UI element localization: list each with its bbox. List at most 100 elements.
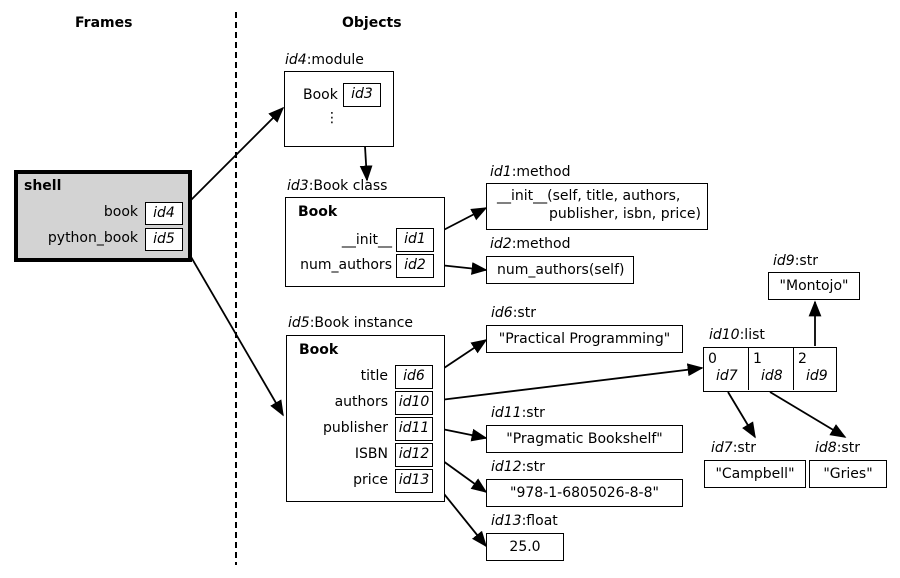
str-label: id9:str	[773, 253, 818, 269]
list-cell: 0 id7	[704, 348, 749, 390]
str-object: "Montojo"	[768, 272, 860, 300]
object-type: :module	[306, 52, 364, 68]
class-object: Book __init__ id1 num_authors id2	[285, 197, 445, 287]
str-value: "Gries"	[823, 466, 873, 482]
var-ref[interactable]: id4	[145, 202, 183, 225]
str-label: id6:str	[491, 305, 536, 321]
class-label: id3:Book class	[287, 178, 387, 194]
attr-name: ISBN	[354, 446, 388, 462]
method1-label: id1:method	[490, 164, 570, 180]
object-id: id8	[815, 440, 837, 456]
object-id: id12	[491, 459, 522, 475]
arrow-authors-to-id10	[431, 363, 704, 402]
object-id: id4	[285, 52, 307, 68]
str-value: "Practical Programming"	[498, 331, 671, 347]
module-label: id4:module	[285, 52, 364, 68]
method1-object: __init__(self, title, authors, publisher…	[486, 183, 708, 230]
str-value: "Campbell"	[715, 466, 795, 482]
object-id: id13	[491, 513, 522, 529]
object-id: id9	[773, 253, 795, 269]
arrow-list1-to-id8	[769, 391, 847, 438]
ellipsis: ⋮	[325, 110, 339, 126]
object-type: :str	[836, 440, 860, 456]
object-id: id1	[490, 164, 512, 180]
attr-ref[interactable]: id11	[395, 417, 433, 441]
str-label: id7:str	[711, 440, 756, 456]
objects-header: Objects	[342, 15, 402, 31]
object-id: id2	[490, 236, 512, 252]
list-label: id10:list	[709, 327, 765, 343]
object-id: id6	[491, 305, 513, 321]
attr-ref[interactable]: id10	[395, 391, 433, 415]
attr-name: publisher	[323, 420, 388, 436]
list-cell: 1 id8	[749, 348, 794, 390]
attr-name: price	[353, 472, 388, 488]
var-ref[interactable]: id5	[145, 228, 183, 251]
str-label: id12:str	[491, 459, 545, 475]
method-signature: num_authors(self)	[497, 262, 625, 278]
str-object: "Campbell"	[704, 460, 806, 488]
attr-name: title	[360, 368, 388, 384]
str-value: "Pragmatic Bookshelf"	[506, 431, 663, 447]
arrow-book-to-id4	[179, 106, 285, 212]
attr-ref[interactable]: id13	[395, 469, 433, 493]
list-index: 2	[798, 351, 807, 367]
attr-name: authors	[334, 394, 388, 410]
attr-name: __init__	[341, 232, 392, 248]
arrow-python-book-to-id5	[179, 237, 284, 417]
str-value: "978-1-6805026-8-8"	[510, 485, 659, 501]
object-type: :str	[794, 253, 818, 269]
list-cell: 2 id9	[794, 348, 836, 390]
object-type: :str	[512, 305, 536, 321]
str-object: "Practical Programming"	[486, 325, 683, 353]
list-object: 0 id7 1 id8 2 id9	[703, 347, 837, 392]
method2-label: id2:method	[490, 236, 570, 252]
str-object: "978-1-6805026-8-8"	[486, 479, 683, 507]
instance-title: Book	[299, 342, 339, 358]
str-label: id8:str	[815, 440, 860, 456]
instance-object: Book title id6 authors id10 publisher id…	[286, 335, 445, 502]
object-type: :Book instance	[309, 315, 414, 331]
class-title: Book	[298, 204, 338, 220]
attr-ref[interactable]: id12	[395, 443, 433, 467]
object-id: id3	[287, 178, 309, 194]
str-object: "Pragmatic Bookshelf"	[486, 425, 683, 453]
attr-ref[interactable]: id2	[396, 254, 434, 278]
frame-title: shell	[24, 178, 62, 194]
object-type: :method	[511, 164, 571, 180]
list-ref[interactable]: id8	[761, 368, 783, 384]
method2-object: num_authors(self)	[486, 256, 634, 284]
object-id: id10	[709, 327, 740, 343]
attr-name: num_authors	[300, 257, 392, 273]
object-id: id11	[491, 405, 522, 421]
list-index: 1	[753, 351, 762, 367]
var-name: Book	[303, 87, 338, 103]
str-value: "Montojo"	[779, 278, 849, 294]
object-type: :str	[521, 459, 545, 475]
method-signature-line2: publisher, isbn, price)	[549, 206, 702, 222]
module-object: Book id3 ⋮	[284, 71, 394, 147]
float-object: 25.0	[486, 533, 564, 561]
object-type: :list	[739, 327, 765, 343]
instance-label: id5:Book instance	[288, 315, 413, 331]
float-label: id13:float	[491, 513, 558, 529]
shell-frame: shell book id4 python_book id5	[14, 170, 192, 262]
attr-ref[interactable]: id1	[396, 228, 434, 252]
object-type: :float	[521, 513, 558, 529]
object-type: :Book class	[308, 178, 388, 194]
float-value: 25.0	[509, 539, 541, 555]
object-type: :str	[521, 405, 545, 421]
object-id: id7	[711, 440, 733, 456]
object-type: :method	[511, 236, 571, 252]
method-signature-line1: __init__(self, title, authors,	[497, 188, 681, 204]
var-ref[interactable]: id3	[343, 83, 381, 107]
arrow-list0-to-id7	[727, 391, 756, 439]
list-ref[interactable]: id7	[716, 368, 738, 384]
var-name: book	[103, 204, 138, 220]
object-type: :str	[732, 440, 756, 456]
list-index: 0	[708, 351, 717, 367]
str-object: "Gries"	[809, 460, 887, 488]
list-ref[interactable]: id9	[806, 368, 828, 384]
attr-ref[interactable]: id6	[395, 365, 433, 389]
